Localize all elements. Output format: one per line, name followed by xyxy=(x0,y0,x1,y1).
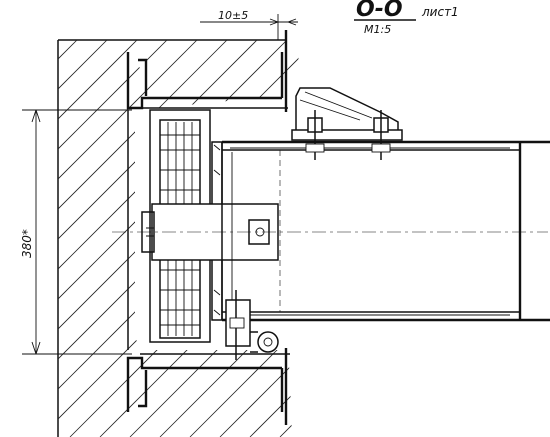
hatch-line xyxy=(189,40,300,437)
hatch-line xyxy=(430,40,550,437)
dimension-gap xyxy=(200,14,298,40)
main-beam xyxy=(221,140,550,322)
bottom-channel xyxy=(126,348,290,425)
top-bracket xyxy=(291,87,403,160)
sheet-label: лист1 xyxy=(421,5,459,19)
gap-dimension-label: 10±5 xyxy=(218,9,248,22)
axle-shaft xyxy=(112,203,548,261)
hatch-line xyxy=(58,40,108,437)
hatch-line xyxy=(520,40,550,437)
hatch-line xyxy=(58,40,168,437)
hatch-line xyxy=(58,40,138,437)
bottom-bracket xyxy=(225,290,279,360)
height-dimension-label: 380* xyxy=(20,229,34,258)
section-title: О-О xyxy=(356,0,403,22)
dimension-height xyxy=(22,109,132,355)
hatch-line xyxy=(340,40,550,437)
hatch-line xyxy=(58,40,78,437)
hatch-line xyxy=(58,40,198,437)
hatch-line xyxy=(460,40,550,437)
hatch-line xyxy=(249,40,300,437)
hatch-line xyxy=(400,40,550,437)
hatch-line xyxy=(370,40,550,437)
hatch-line xyxy=(58,40,228,437)
hatch-line xyxy=(159,40,300,437)
hatch-line xyxy=(0,40,17,437)
scale-label: М1:5 xyxy=(364,23,391,36)
hatch-line xyxy=(129,40,300,437)
top-channel xyxy=(126,30,288,112)
